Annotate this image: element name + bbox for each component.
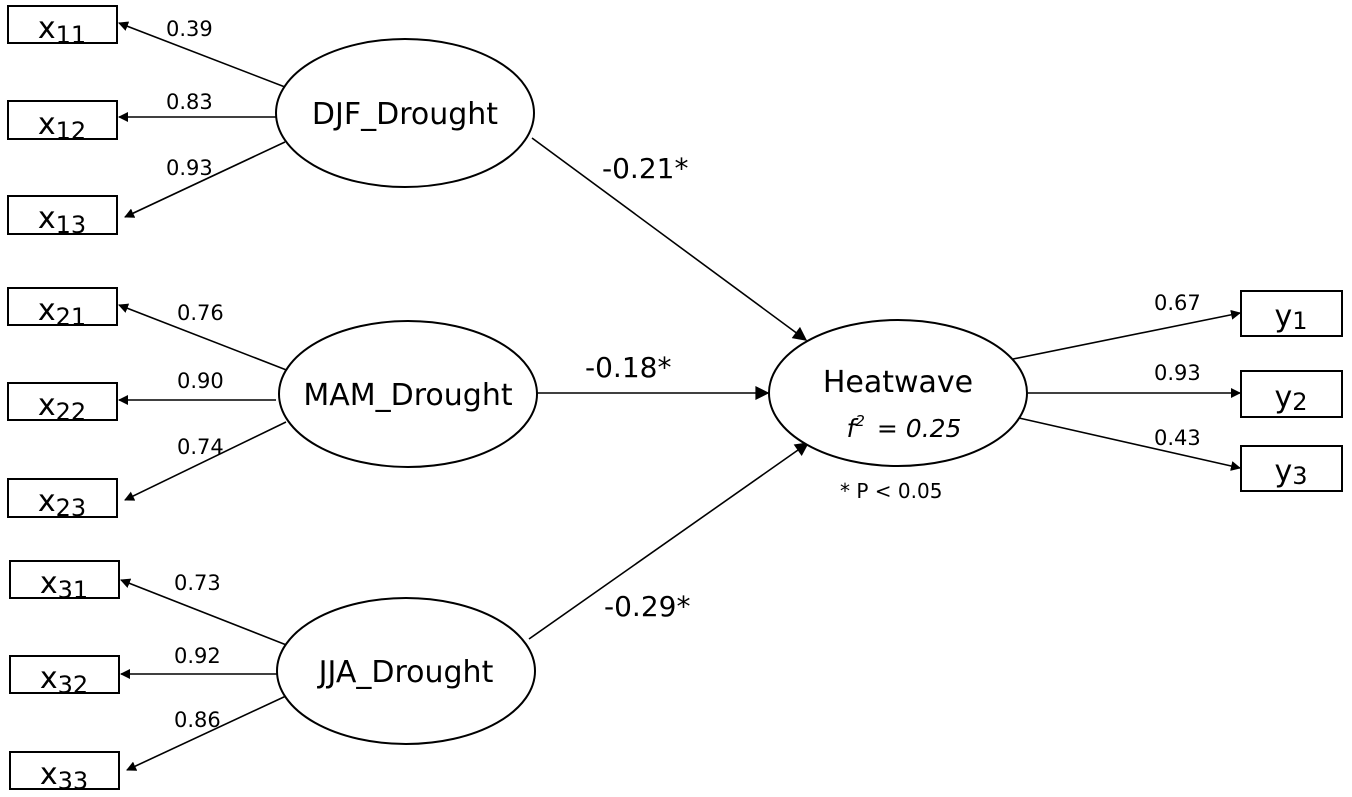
latent-mam-drought: MAM_Drought — [278, 320, 538, 468]
indicator-x12-sub: 12 — [56, 117, 87, 145]
indicator-x11: x11 — [7, 5, 118, 49]
indicator-y2-sub: 2 — [1292, 388, 1307, 416]
effect-size-power: 2 — [855, 412, 865, 430]
indicator-x22: x22 — [7, 382, 118, 426]
indicator-x21-base: x — [38, 293, 56, 328]
edge-mam-x21 — [118, 303, 290, 372]
path-jja-heatwave — [528, 442, 810, 640]
svg-text:x31: x31 — [40, 566, 88, 604]
svg-text:x12: x12 — [38, 107, 86, 145]
indicator-x21: x21 — [7, 287, 118, 331]
indicator-x13-base: x — [38, 201, 56, 236]
coef-mam-heatwave: -0.18* — [585, 351, 671, 384]
indicator-y3-sub: 3 — [1292, 462, 1307, 490]
loading-y2: 0.93 — [1154, 361, 1201, 385]
loading-x22: 0.90 — [177, 369, 224, 393]
edge-jja-x33 — [126, 695, 287, 771]
latent-mam-label: MAM_Drought — [303, 378, 512, 413]
svg-text:x13: x13 — [38, 201, 86, 239]
loading-x13: 0.93 — [166, 156, 213, 180]
indicator-y1-base: y — [1274, 299, 1292, 334]
edge-djf-x13 — [124, 141, 286, 218]
effect-size-value: = 0.25 — [877, 414, 962, 443]
indicator-x31-base: x — [40, 566, 58, 601]
indicator-x23-base: x — [38, 484, 56, 519]
indicator-x32-sub: 32 — [58, 671, 89, 699]
indicator-x32: x32 — [9, 655, 120, 699]
indicator-y2-base: y — [1274, 380, 1292, 415]
indicator-x33: x33 — [9, 751, 120, 795]
significance-note: * P < 0.05 — [840, 479, 942, 503]
indicator-x23-sub: 23 — [56, 494, 87, 522]
indicator-y1: y1 — [1240, 290, 1343, 337]
latent-heatwave: Heatwave f2= 0.25 — [768, 319, 1028, 467]
latent-djf-drought: DJF_Drought — [275, 38, 535, 188]
loading-x11: 0.39 — [166, 17, 213, 41]
loading-x33: 0.86 — [174, 708, 221, 732]
indicator-x33-base: x — [40, 757, 58, 792]
indicator-x23: x23 — [7, 478, 118, 522]
indicator-x11-base: x — [38, 11, 56, 46]
indicator-x12-base: x — [38, 107, 56, 142]
indicator-x13-sub: 13 — [56, 211, 87, 239]
path-djf-heatwave — [531, 137, 808, 341]
latent-jja-label: JJA_Drought — [317, 655, 494, 690]
edge-djf-x11 — [118, 21, 286, 88]
coef-djf-heatwave: -0.21* — [602, 152, 688, 185]
svg-text:y3: y3 — [1274, 454, 1307, 490]
svg-text:x23: x23 — [38, 484, 86, 522]
loading-x12: 0.83 — [166, 90, 213, 114]
indicator-x13: x13 — [7, 195, 118, 239]
edge-jja-x31 — [120, 578, 290, 647]
svg-text:x11: x11 — [38, 11, 86, 49]
svg-text:x22: x22 — [38, 388, 86, 426]
loading-x23: 0.74 — [177, 435, 224, 459]
indicator-y1-sub: 1 — [1292, 307, 1307, 335]
svg-text:x21: x21 — [38, 293, 86, 331]
edge-heatwave-y3 — [1018, 417, 1241, 471]
indicator-x31-sub: 31 — [58, 576, 89, 604]
svg-text:y2: y2 — [1274, 380, 1307, 416]
loading-x31: 0.73 — [174, 571, 221, 595]
indicator-x12: x12 — [7, 100, 118, 145]
indicator-y3-base: y — [1274, 454, 1292, 489]
svg-text:y1: y1 — [1274, 299, 1307, 335]
indicator-x21-sub: 21 — [56, 303, 87, 331]
indicator-y3: y3 — [1240, 445, 1343, 492]
latent-djf-label: DJF_Drought — [312, 97, 498, 132]
edge-mam-x23 — [124, 421, 287, 501]
loading-y1: 0.67 — [1154, 291, 1201, 315]
indicator-y2: y2 — [1240, 370, 1343, 418]
svg-text:x32: x32 — [40, 661, 88, 699]
coef-jja-heatwave: -0.29* — [604, 590, 690, 623]
svg-text:x33: x33 — [40, 757, 88, 795]
latent-heatwave-label: Heatwave — [823, 365, 973, 400]
loading-y3: 0.43 — [1154, 426, 1201, 450]
loading-x32: 0.92 — [174, 644, 221, 668]
latent-jja-drought: JJA_Drought — [276, 597, 536, 745]
indicator-x33-sub: 33 — [58, 767, 89, 795]
indicator-x31: x31 — [9, 560, 120, 604]
edge-heatwave-y1 — [1012, 309, 1241, 360]
indicator-x22-base: x — [38, 388, 56, 423]
indicator-x22-sub: 22 — [56, 398, 87, 426]
indicator-x11-sub: 11 — [56, 21, 87, 49]
loading-x21: 0.76 — [177, 301, 224, 325]
effect-size-f2: f2= 0.25 — [847, 412, 962, 443]
indicator-x32-base: x — [40, 661, 58, 696]
